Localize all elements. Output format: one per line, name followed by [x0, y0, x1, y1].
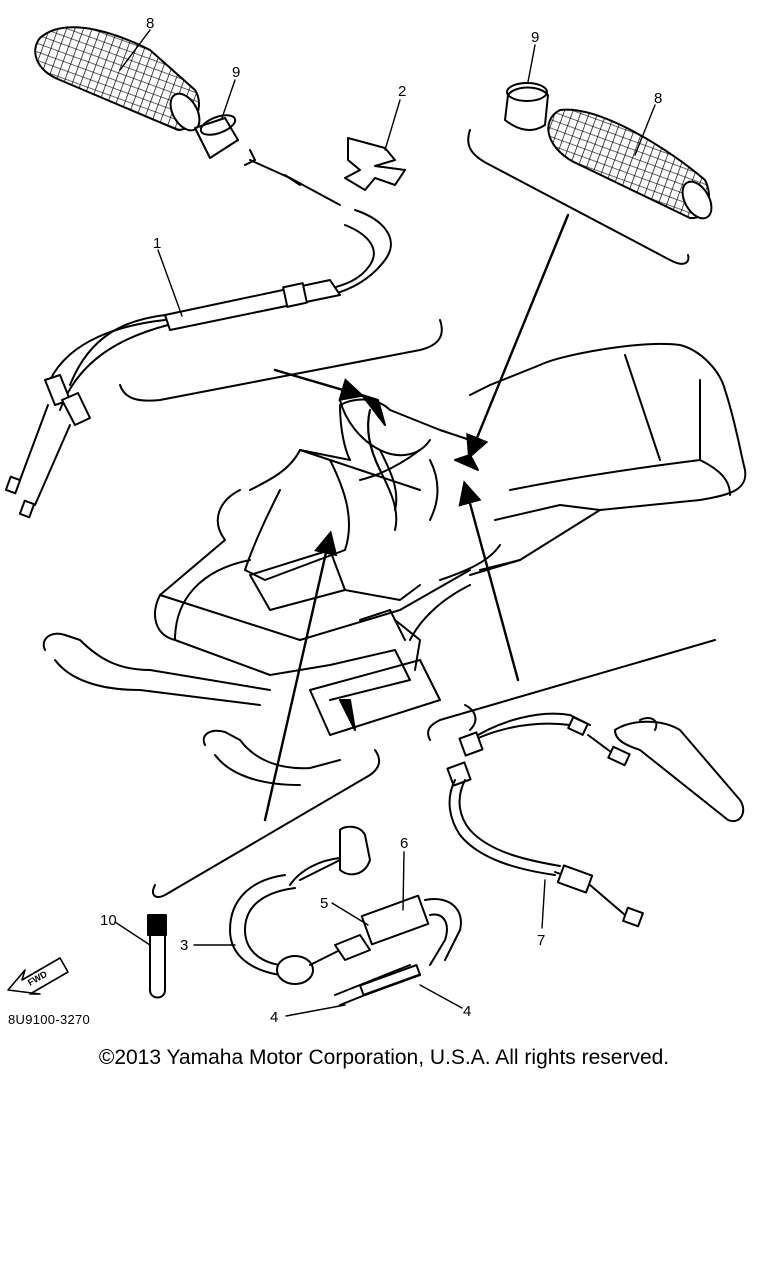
left-collar — [194, 114, 239, 159]
right-grip — [547, 108, 713, 220]
brake-cable — [446, 712, 745, 928]
callout-1: 1 — [153, 235, 161, 252]
throttle-cable — [4, 149, 392, 519]
callout-5: 5 — [320, 895, 328, 912]
callout-9-right: 9 — [531, 29, 539, 46]
arrow-throttle — [273, 368, 365, 402]
callout-2: 2 — [398, 83, 406, 100]
key — [147, 914, 167, 999]
bracket-lower-right — [427, 639, 716, 741]
arrow-choke — [263, 530, 338, 822]
callout-4-left: 4 — [270, 1009, 278, 1026]
fwd-arrow-icon — [7, 957, 69, 995]
callout-8-left: 8 — [146, 15, 154, 32]
bracket-upper-left — [119, 319, 443, 402]
callout-10: 10 — [100, 912, 117, 929]
arrow-grip — [466, 213, 570, 460]
callout-4-right: 4 — [463, 1003, 471, 1020]
arrow-brake — [458, 480, 520, 682]
callout-7: 7 — [537, 932, 545, 949]
callout-3: 3 — [180, 937, 188, 954]
right-collar — [504, 82, 549, 131]
left-grip — [34, 26, 201, 132]
bracket-upper-right — [467, 129, 690, 265]
choke-assembly — [229, 825, 462, 1006]
callout-8-right: 8 — [654, 90, 662, 107]
bracket-lower-left — [152, 749, 381, 898]
callout-9-left: 9 — [232, 64, 240, 81]
callout-6: 6 — [400, 835, 408, 852]
part-code: 8U9100-3270 — [8, 1012, 91, 1027]
parts-diagram: 8 9 2 9 8 1 10 3 6 5 7 4 4 FWD — [4, 15, 747, 1026]
cable-clip — [344, 137, 406, 191]
copyright-notice: ©2013 Yamaha Motor Corporation, U.S.A. A… — [98, 1046, 670, 1069]
snowmobile-body — [42, 343, 747, 786]
